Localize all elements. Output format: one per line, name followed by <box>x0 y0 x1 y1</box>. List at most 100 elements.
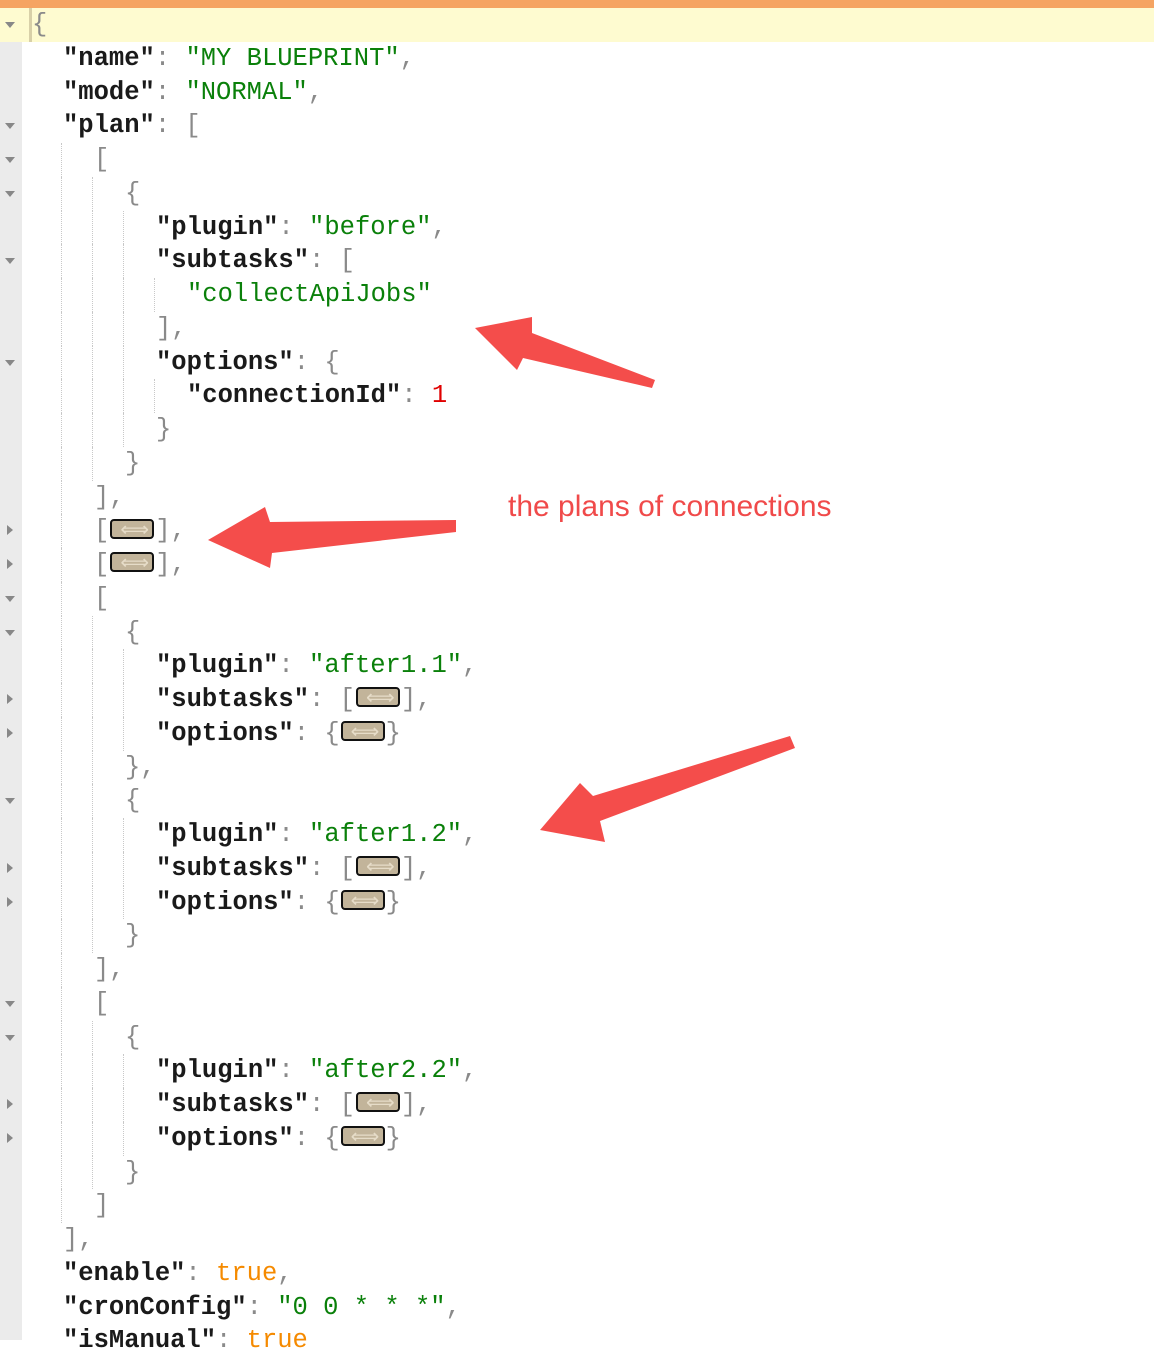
indent-guide <box>61 379 62 413</box>
code-text: "mode": "NORMAL", <box>63 76 323 110</box>
code-line[interactable]: { <box>0 784 1154 818</box>
code-line[interactable]: } <box>0 446 1154 481</box>
fold-closed-icon[interactable] <box>3 548 17 582</box>
code-line[interactable]: "cronConfig": "0 0 * * *", <box>0 1291 1154 1325</box>
collapsed-expand-icon[interactable] <box>355 850 400 884</box>
code-line[interactable]: [ <box>0 143 1154 177</box>
fold-closed-icon[interactable] <box>3 683 17 717</box>
fold-open-icon[interactable] <box>3 784 17 818</box>
code-line[interactable]: "options": {} <box>0 884 1154 920</box>
code-line[interactable]: [], <box>0 546 1154 582</box>
code-line[interactable]: { <box>0 1020 1154 1055</box>
indent-guide <box>61 615 62 650</box>
fold-closed-icon[interactable] <box>3 717 17 751</box>
arrow-to-collapsed-plans <box>208 507 456 568</box>
fold-open-icon[interactable] <box>3 616 17 650</box>
code-text: ], <box>156 312 187 346</box>
json-punctuation: : [ <box>154 111 201 141</box>
code-line[interactable]: ], <box>0 953 1154 987</box>
code-line[interactable]: "plan": [ <box>0 109 1154 143</box>
code-line[interactable]: "plugin": "after2.2", <box>0 1054 1154 1088</box>
json-string: "NORMAL" <box>185 77 308 107</box>
indent-guide <box>61 143 62 177</box>
code-line[interactable]: "connectionId": 1 <box>0 379 1154 413</box>
code-line[interactable]: "subtasks": [], <box>0 850 1154 886</box>
code-line[interactable]: [], <box>0 513 1154 548</box>
code-line[interactable]: "enable": true, <box>0 1257 1154 1291</box>
code-line[interactable]: "plugin": "after1.1", <box>0 649 1154 683</box>
indent-guide <box>123 851 124 886</box>
code-line[interactable]: ], <box>0 1223 1154 1257</box>
indent-guide <box>123 1054 124 1088</box>
collapsed-expand-icon[interactable] <box>110 513 155 546</box>
code-text: { <box>125 1021 140 1055</box>
indent-guide <box>123 683 124 717</box>
collapsed-expand-icon[interactable] <box>110 546 155 580</box>
fold-open-icon[interactable] <box>3 244 17 278</box>
code-line[interactable]: "options": { <box>0 345 1154 380</box>
code-line[interactable]: ], <box>0 311 1154 346</box>
fold-closed-icon[interactable] <box>3 886 17 920</box>
indent-guide <box>61 1189 62 1223</box>
indent-guide <box>92 1054 93 1088</box>
collapsed-expand-icon[interactable] <box>340 1120 385 1154</box>
json-string: "before" <box>309 212 432 242</box>
code-line[interactable]: "subtasks": [], <box>0 681 1154 717</box>
collapsed-expand-icon[interactable] <box>355 1086 400 1120</box>
indent-guide <box>123 311 124 346</box>
fold-open-icon[interactable] <box>3 177 17 211</box>
json-editor[interactable]: {"name": "MY BLUEPRINT","mode": "NORMAL"… <box>0 8 1154 1358</box>
json-key: "subtasks" <box>156 685 310 714</box>
code-line[interactable]: "subtasks": [ <box>0 244 1154 278</box>
indent-guide <box>92 1155 93 1190</box>
json-punctuation: : <box>278 212 310 242</box>
json-punctuation: , <box>399 43 415 73</box>
code-line[interactable]: "subtasks": [], <box>0 1086 1154 1122</box>
json-punctuation: [ <box>94 988 110 1018</box>
code-line[interactable]: "name": "MY BLUEPRINT", <box>0 42 1154 76</box>
code-line[interactable]: ], <box>0 480 1154 515</box>
collapsed-expand-icon[interactable] <box>355 681 400 715</box>
code-line[interactable]: }, <box>0 750 1154 785</box>
code-line[interactable]: } <box>0 919 1154 953</box>
fold-closed-icon[interactable] <box>3 1122 17 1156</box>
code-line[interactable]: "collectApiJobs" <box>0 278 1154 312</box>
indent-guide <box>123 210 124 245</box>
collapsed-expand-icon[interactable] <box>340 715 385 749</box>
fold-closed-icon[interactable] <box>3 1088 17 1122</box>
code-line[interactable]: } <box>0 413 1154 447</box>
fold-open-icon[interactable] <box>3 346 17 380</box>
fold-open-icon[interactable] <box>3 582 17 616</box>
json-key: "connectionId" <box>187 381 402 411</box>
code-line[interactable]: ] <box>0 1189 1154 1223</box>
fold-closed-icon[interactable] <box>3 852 17 886</box>
code-line[interactable]: "options": {} <box>0 715 1154 751</box>
fold-open-icon[interactable] <box>3 987 17 1021</box>
indent-guide <box>92 345 93 380</box>
code-line[interactable]: { <box>0 8 1154 42</box>
fold-closed-icon[interactable] <box>3 514 17 548</box>
code-line[interactable]: "plugin": "after1.2", <box>0 818 1154 852</box>
code-line[interactable]: "plugin": "before", <box>0 210 1154 245</box>
code-line[interactable]: [ <box>0 986 1154 1021</box>
indent-guide <box>61 953 62 987</box>
editor-gutter <box>0 8 22 1340</box>
fold-open-icon[interactable] <box>3 1021 17 1055</box>
code-line[interactable]: "options": {} <box>0 1120 1154 1156</box>
code-line[interactable]: [ <box>0 581 1154 616</box>
indent-guide <box>92 818 93 852</box>
fold-open-icon[interactable] <box>3 143 17 177</box>
code-text: "options": { <box>156 346 340 380</box>
code-line[interactable]: "mode": "NORMAL", <box>0 76 1154 110</box>
code-text: ], <box>63 1223 94 1257</box>
indent-guide <box>61 514 62 548</box>
fold-open-icon[interactable] <box>3 109 17 143</box>
json-punctuation: } <box>385 718 401 748</box>
indent-guide <box>61 750 62 785</box>
fold-open-icon[interactable] <box>3 8 17 42</box>
code-line[interactable]: } <box>0 1155 1154 1190</box>
json-string: "after1.2" <box>309 820 463 849</box>
code-line[interactable]: { <box>0 615 1154 650</box>
collapsed-expand-icon[interactable] <box>340 884 385 918</box>
code-line[interactable]: { <box>0 176 1154 211</box>
